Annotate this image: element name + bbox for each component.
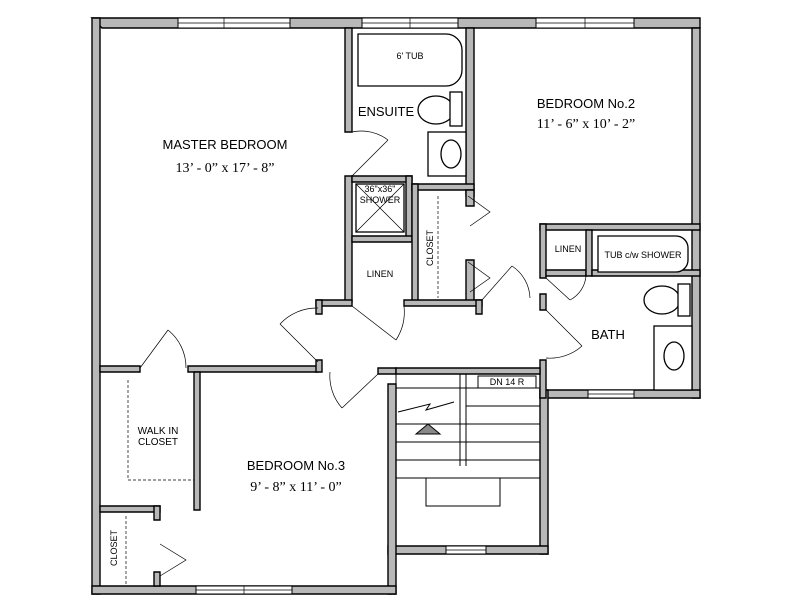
dims-master-bedroom: 13’ - 0” x 17’ - 8” <box>176 161 275 176</box>
wall-ensuite-right <box>465 27 475 197</box>
wall-bed3-top-right <box>377 367 397 375</box>
wall-left <box>91 17 101 595</box>
door-bed3 <box>341 373 379 409</box>
label-bedroom-3: BEDROOM No.3 <box>247 458 345 473</box>
label-bedroom-2: BEDROOM No.2 <box>537 96 635 111</box>
label-master-bedroom: MASTER BEDROOM <box>163 137 288 152</box>
wall-linen-bath-bottom <box>545 269 587 277</box>
door-bath <box>545 309 583 347</box>
wall-master-bottom-left <box>99 365 141 373</box>
door-bed2 <box>481 265 513 301</box>
wall-shower-right <box>405 175 413 241</box>
windows <box>177 17 635 595</box>
label-linen-bath: LINEN <box>555 244 582 254</box>
tub-ensuite <box>357 33 463 87</box>
wall-bath-left-lower <box>539 359 547 399</box>
wall-ensuite-left-upper <box>344 27 353 133</box>
wall-linen-bath-right <box>585 229 593 277</box>
stairs <box>395 373 541 507</box>
wall-walkin-right <box>193 371 201 511</box>
label-shower-size: 36"x36" <box>365 184 396 194</box>
door-master <box>279 323 319 363</box>
label-shower: SHOWER <box>360 195 401 205</box>
labels: MASTER BEDROOM 13’ - 0” x 17’ - 8” BEDRO… <box>109 51 682 566</box>
dims-bedroom-3: 9’ - 8” x 11’ - 0” <box>250 480 341 495</box>
wall-bed2-bottom <box>539 223 701 231</box>
label-linen-ensuite: LINEN <box>367 269 394 279</box>
tub-bath <box>597 235 689 273</box>
label-closet-center: CLOSET <box>425 229 435 266</box>
door-walkin <box>139 329 169 369</box>
label-walk-in: WALK IN <box>138 426 179 437</box>
label-bath: BATH <box>591 327 625 342</box>
wall-master-bottom <box>187 365 319 373</box>
wall-closet-left <box>411 183 419 303</box>
label-tub-bath: TUB c/w SHOWER <box>604 250 682 260</box>
wall-shower-top <box>351 175 413 183</box>
label-walk-in-closet: CLOSET <box>138 437 178 448</box>
wall-stair-top <box>395 367 541 375</box>
wall-stair-right <box>539 389 549 555</box>
wall-ensuite-left-lower <box>344 175 353 303</box>
wall-right <box>691 27 701 399</box>
label-tub-ensuite: 6' TUB <box>396 51 423 61</box>
door-ensuite <box>351 139 389 177</box>
label-closet-bed3: CLOSET <box>109 529 119 566</box>
dims-bedroom-2: 11’ - 6” x 10’ - 2” <box>537 117 635 132</box>
doors <box>125 130 587 584</box>
wall-bath-left-upper <box>539 223 547 279</box>
wall-shower-bottom <box>351 235 413 243</box>
toilet-bath <box>643 285 681 315</box>
label-stairs: DN 14 R <box>490 377 525 387</box>
wall-closet-bottom <box>403 299 483 307</box>
fixtures <box>355 33 693 391</box>
wall-closet-top <box>411 183 475 191</box>
wall-bed3-right <box>387 383 397 595</box>
label-ensuite: ENSUITE <box>358 104 415 119</box>
wall-closet-bed3-top <box>99 505 161 513</box>
toilet-ensuite <box>417 95 455 125</box>
